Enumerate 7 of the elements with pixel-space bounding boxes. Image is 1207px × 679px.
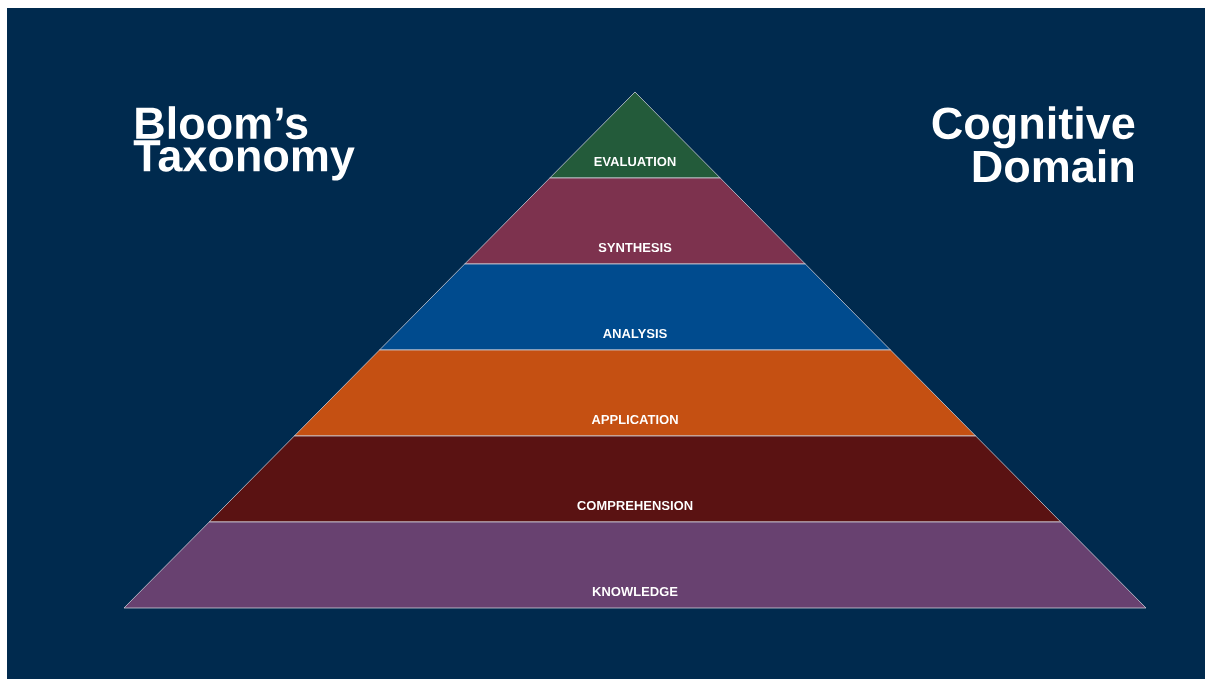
pyramid-band: KNOWLEDGE (123, 521, 1147, 609)
pyramid-band: SYNTHESIS (464, 177, 806, 265)
pyramid-band: APPLICATION (293, 349, 977, 437)
heading: Bloom’s Taxonomy (133, 106, 355, 181)
heading: Cognitive Domain (932, 106, 1135, 183)
pyramid-band: ANALYSIS (379, 263, 891, 351)
pyramid-tip: EVALUATION (549, 91, 721, 179)
